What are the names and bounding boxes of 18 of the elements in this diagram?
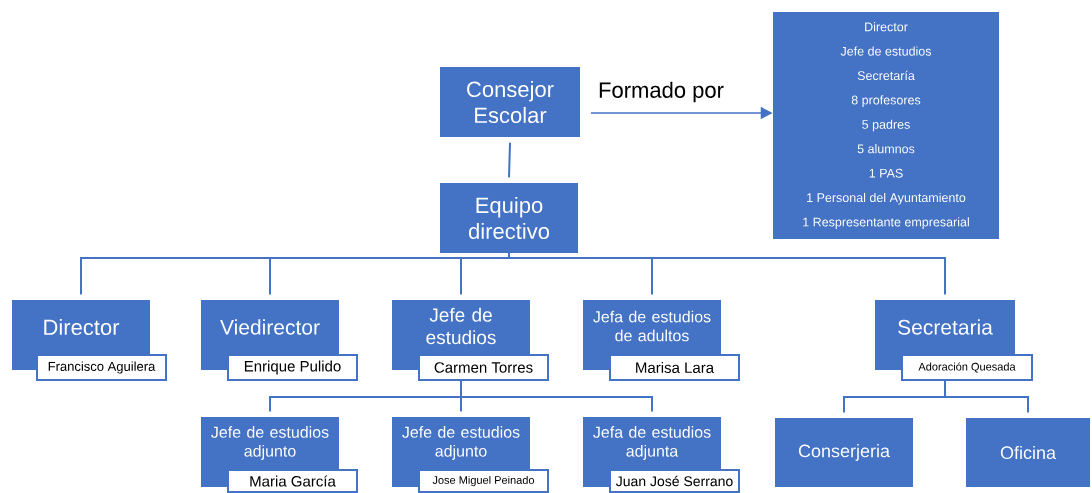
name-tag: Enrique Pulido — [227, 354, 358, 381]
role-box: Equipo directivo — [440, 183, 578, 253]
connector — [944, 380, 1029, 414]
edge-label: Formado por — [596, 80, 726, 104]
name-tag: Francisco Aguilera — [36, 354, 167, 381]
list-box: Director Jefe de estudios Secretaría 8 profesores 5 padres 5 alumnos 1 PAS 1 Personal del Ayuntamiento 1 Respresentante empresarial — [773, 12, 999, 239]
name-tag: Juan José Serrano — [609, 469, 740, 493]
name-tag: Jose Miguel Peinado — [418, 469, 549, 493]
role-box: Consejor Escolar — [440, 67, 580, 137]
name-tag: Adoración Quesada — [901, 354, 1033, 381]
role-box: Conserjeria — [775, 418, 913, 487]
connector — [460, 380, 653, 413]
name-tag: Marisa Lara — [609, 354, 740, 381]
role-box: Oficina — [966, 418, 1090, 487]
name-tag: Carmen Torres — [418, 354, 549, 381]
connector — [508, 252, 946, 296]
name-tag: Maria García — [227, 469, 358, 493]
connector — [508, 141, 511, 179]
